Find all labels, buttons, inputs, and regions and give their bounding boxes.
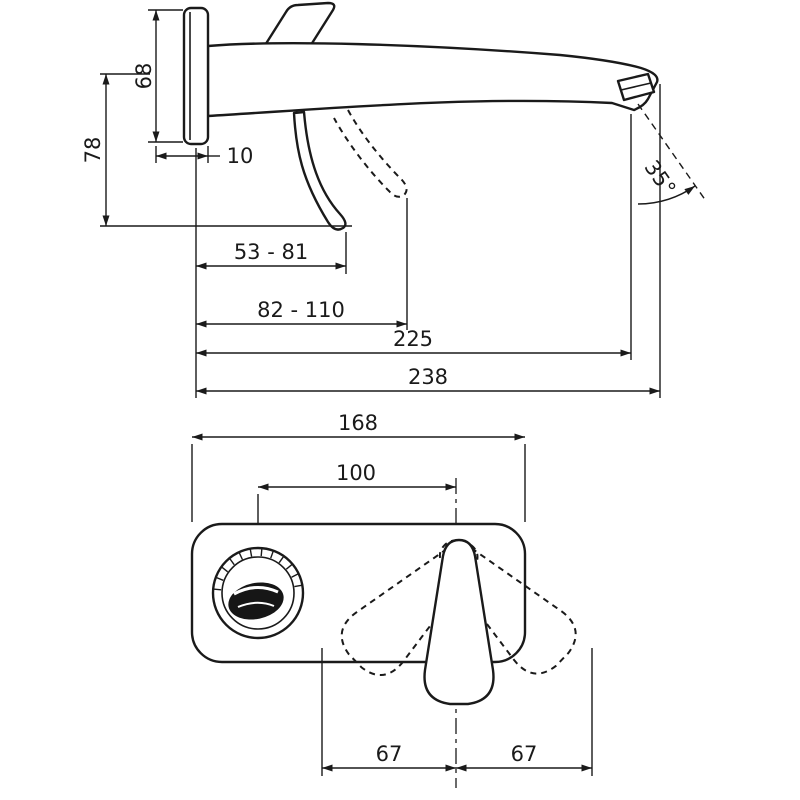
front-view: 168 100 xyxy=(190,411,593,788)
aerator-detail-line xyxy=(620,82,652,91)
spout-connection xyxy=(211,546,305,640)
dim-plate-height: 68 xyxy=(132,9,183,143)
dim-handle-reach-max: 82 - 110 xyxy=(196,198,408,330)
dim-label-overall-reach: 238 xyxy=(408,365,448,389)
side-lever-dashed xyxy=(333,109,408,198)
handle-swing-left xyxy=(340,541,479,676)
dim-label-handle-reach-max: 82 - 110 xyxy=(257,298,345,322)
dim-plate-width: 168 xyxy=(191,411,526,522)
dim-label-plate-width: 168 xyxy=(338,411,378,435)
spout-body xyxy=(206,42,659,118)
dim-label-wall-offset: 10 xyxy=(227,144,254,168)
dim-wall-offset: 10 xyxy=(155,144,254,168)
side-lever xyxy=(292,110,347,231)
knurl-ticks xyxy=(213,548,303,591)
dim-label-outlet-angle: 35° xyxy=(639,156,680,200)
dim-outlet-angle: 35° xyxy=(637,103,707,205)
spout-opening-highlight-2 xyxy=(237,601,275,608)
handle-front xyxy=(423,538,495,706)
dim-label-swing-right: 67 xyxy=(511,742,538,766)
dim-total-height: 78 xyxy=(81,73,352,227)
dim-spout-outlet-reach: 225 xyxy=(196,114,632,360)
dim-handle-swing: 67 67 xyxy=(321,648,593,776)
dim-label-spout-outlet-reach: 225 xyxy=(393,327,433,351)
dim-label-plate-height: 68 xyxy=(132,63,156,90)
dim-label-hole-distance: 100 xyxy=(336,461,376,485)
dim-hole-distance: 100 xyxy=(257,461,456,546)
side-view: 68 78 10 53 - 81 82 - 11 xyxy=(81,1,707,398)
dim-label-total-height: 78 xyxy=(81,137,105,164)
wall-plate xyxy=(182,6,210,146)
dim-handle-reach-min: 53 - 81 xyxy=(196,232,347,274)
handle-swing-right xyxy=(438,539,577,675)
dim-label-swing-left: 67 xyxy=(376,742,403,766)
spout-opening-highlight xyxy=(233,586,279,596)
dim-label-handle-reach-min: 53 - 81 xyxy=(234,240,308,264)
